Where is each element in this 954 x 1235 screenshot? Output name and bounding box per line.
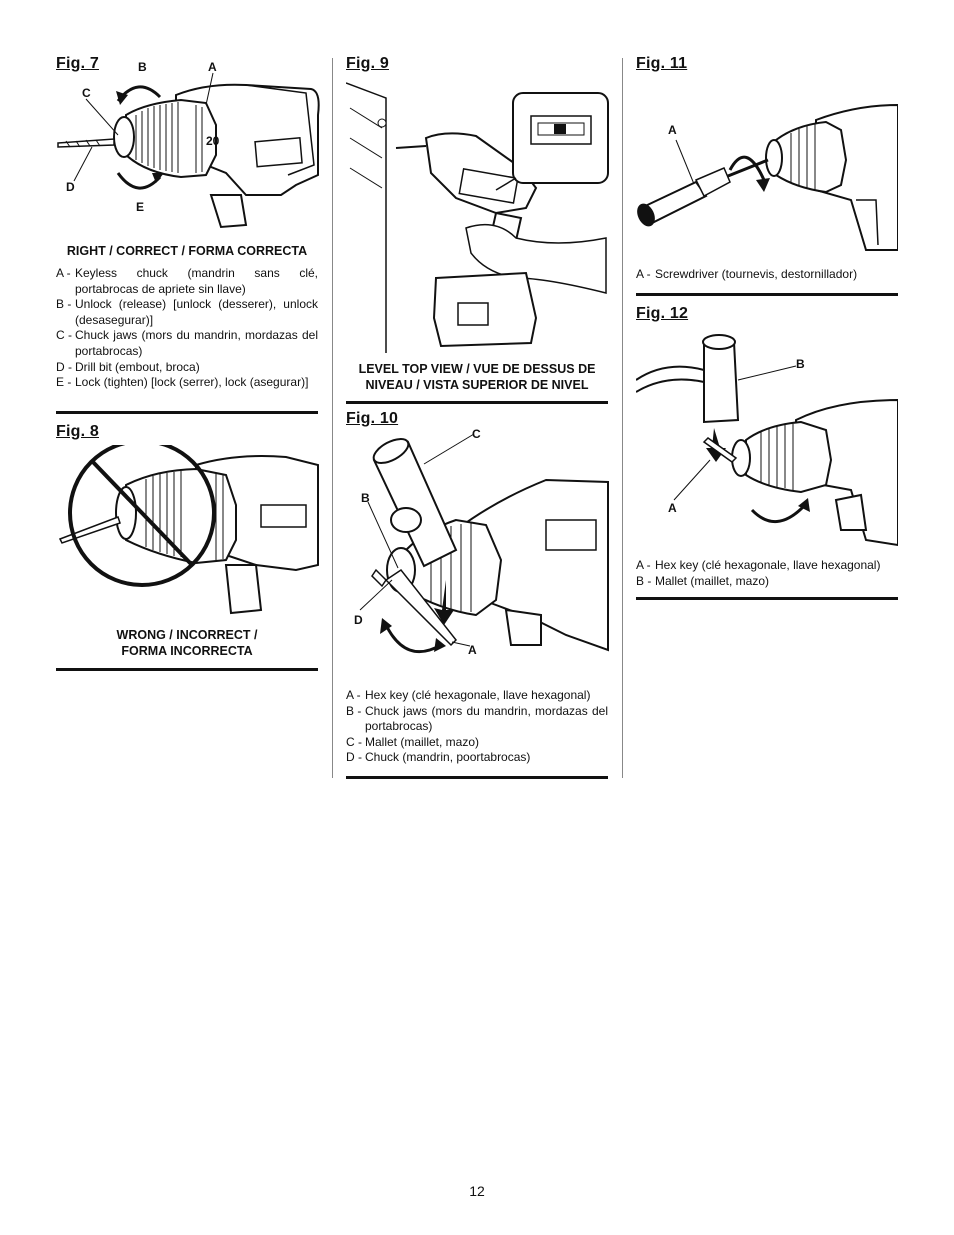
fig12-legend: A -Hex key (clé hexagonale, llave hexago… xyxy=(636,558,898,589)
legend-item: B -Mallet (maillet, mazo) xyxy=(636,573,770,588)
fig8-caption-line2: FORMA INCORRECTA xyxy=(121,644,253,658)
fig7-callout-a: A xyxy=(208,60,217,74)
fig8-rule xyxy=(56,668,318,671)
fig8-title: Fig. 8 xyxy=(56,423,99,440)
legend-item: A -Screwdriver (tournevis, destornillado… xyxy=(636,267,858,281)
legend-item: B -Unlock (release) [unlock (desserer), … xyxy=(56,297,318,327)
legend-item: A -Keyless chuck (mandrin sans clé, port… xyxy=(56,266,318,296)
legend-item: E -Lock (tighten) [lock (serrer), lock (… xyxy=(56,375,309,390)
fig8-caption-line1: WRONG / INCORRECT / xyxy=(116,628,258,642)
fig7-rule xyxy=(56,411,318,414)
fig7-title: Fig. 7 xyxy=(56,55,99,72)
fig8-illustration xyxy=(58,445,319,615)
legend-item: C -Chuck jaws (mors du mandrin, mordazas… xyxy=(56,328,318,358)
fig7-legend: A -Keyless chuck (mandrin sans clé, port… xyxy=(56,266,318,391)
fig9-illustration xyxy=(346,82,609,353)
fig10-callout-a: A xyxy=(468,643,477,657)
fig10-callout-c: C xyxy=(472,427,481,441)
fig11-legend: A -Screwdriver (tournevis, destornillado… xyxy=(636,267,898,283)
fig9-caption-line1: LEVEL TOP VIEW / VUE DE DESSUS DE xyxy=(358,362,596,376)
fig11-callout-a: A xyxy=(668,123,677,137)
fig12-callout-a: A xyxy=(668,501,677,515)
fig10-title: Fig. 10 xyxy=(346,410,399,427)
fig7-callout-c: C xyxy=(82,86,91,100)
column-divider-2 xyxy=(622,58,623,778)
page-number: 12 xyxy=(469,1183,485,1199)
legend-item: A -Hex key (clé hexagonale, llave hexago… xyxy=(346,688,591,702)
fig7-callout-d: D xyxy=(66,180,75,194)
fig11-rule xyxy=(636,293,898,296)
legend-item: D -Chuck (mandrin, poortabrocas) xyxy=(346,750,531,765)
fig11-title: Fig. 11 xyxy=(636,55,688,72)
fig7-illustration: 20 A B C D E xyxy=(57,60,320,229)
fig7-callout-e: E xyxy=(136,200,144,214)
legend-item: B -Chuck jaws (mors du mandrin, mordazas… xyxy=(346,703,608,734)
fig7-caption: RIGHT / CORRECT / FORMA CORRECTA xyxy=(66,244,308,258)
fig9-caption-line2: NIVEAU / VISTA SUPERIOR DE NIVEL xyxy=(365,378,589,392)
column-divider-1 xyxy=(332,58,333,778)
fig11-illustration: A xyxy=(637,103,898,251)
legend-item: A -Hex key (clé hexagonale, llave hexago… xyxy=(636,558,881,572)
fig7-callout-b: B xyxy=(138,60,147,74)
fig10-callout-b: B xyxy=(361,491,370,505)
fig9-title: Fig. 9 xyxy=(346,55,389,72)
fig10-rule xyxy=(346,776,608,779)
chuck-marking: 20 xyxy=(206,134,220,148)
fig12-illustration: B A xyxy=(636,334,898,547)
fig12-callout-b: B xyxy=(796,357,805,371)
fig12-title: Fig. 12 xyxy=(636,305,689,322)
fig12-rule xyxy=(636,597,898,600)
fig8-caption: WRONG / INCORRECT / FORMA INCORRECTA xyxy=(56,627,318,659)
fig10-legend: A -Hex key (clé hexagonale, llave hexago… xyxy=(346,688,608,766)
legend-item: C -Mallet (maillet, mazo) xyxy=(346,734,480,749)
fig10-illustration: C B D A xyxy=(354,427,609,657)
fig9-caption: LEVEL TOP VIEW / VUE DE DESSUS DE NIVEAU… xyxy=(346,361,608,393)
fig9-rule xyxy=(346,401,608,404)
legend-item: D -Drill bit (embout, broca) xyxy=(56,359,200,374)
fig10-callout-d: D xyxy=(354,613,363,627)
